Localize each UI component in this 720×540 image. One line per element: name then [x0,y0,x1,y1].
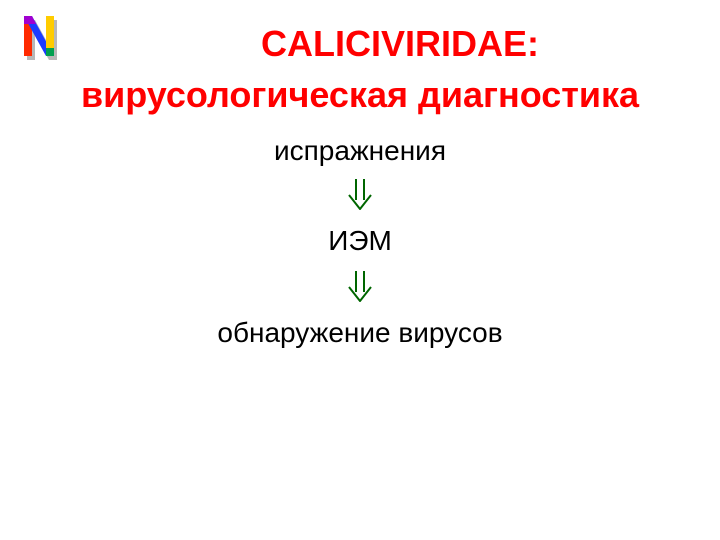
double-arrow-down-icon [348,179,372,210]
flow-step-result: обнаружение вирусов [217,317,503,348]
slide-subtitle: вирусологическая диагностика [80,74,640,115]
flow-step-method: ИЭМ [328,225,392,256]
n-letter-logo-icon [24,16,57,60]
slide-title: CALICIVIRIDAE: [261,23,539,64]
flow-step-specimen: испражнения [274,135,446,166]
double-arrow-down-icon [348,271,372,302]
